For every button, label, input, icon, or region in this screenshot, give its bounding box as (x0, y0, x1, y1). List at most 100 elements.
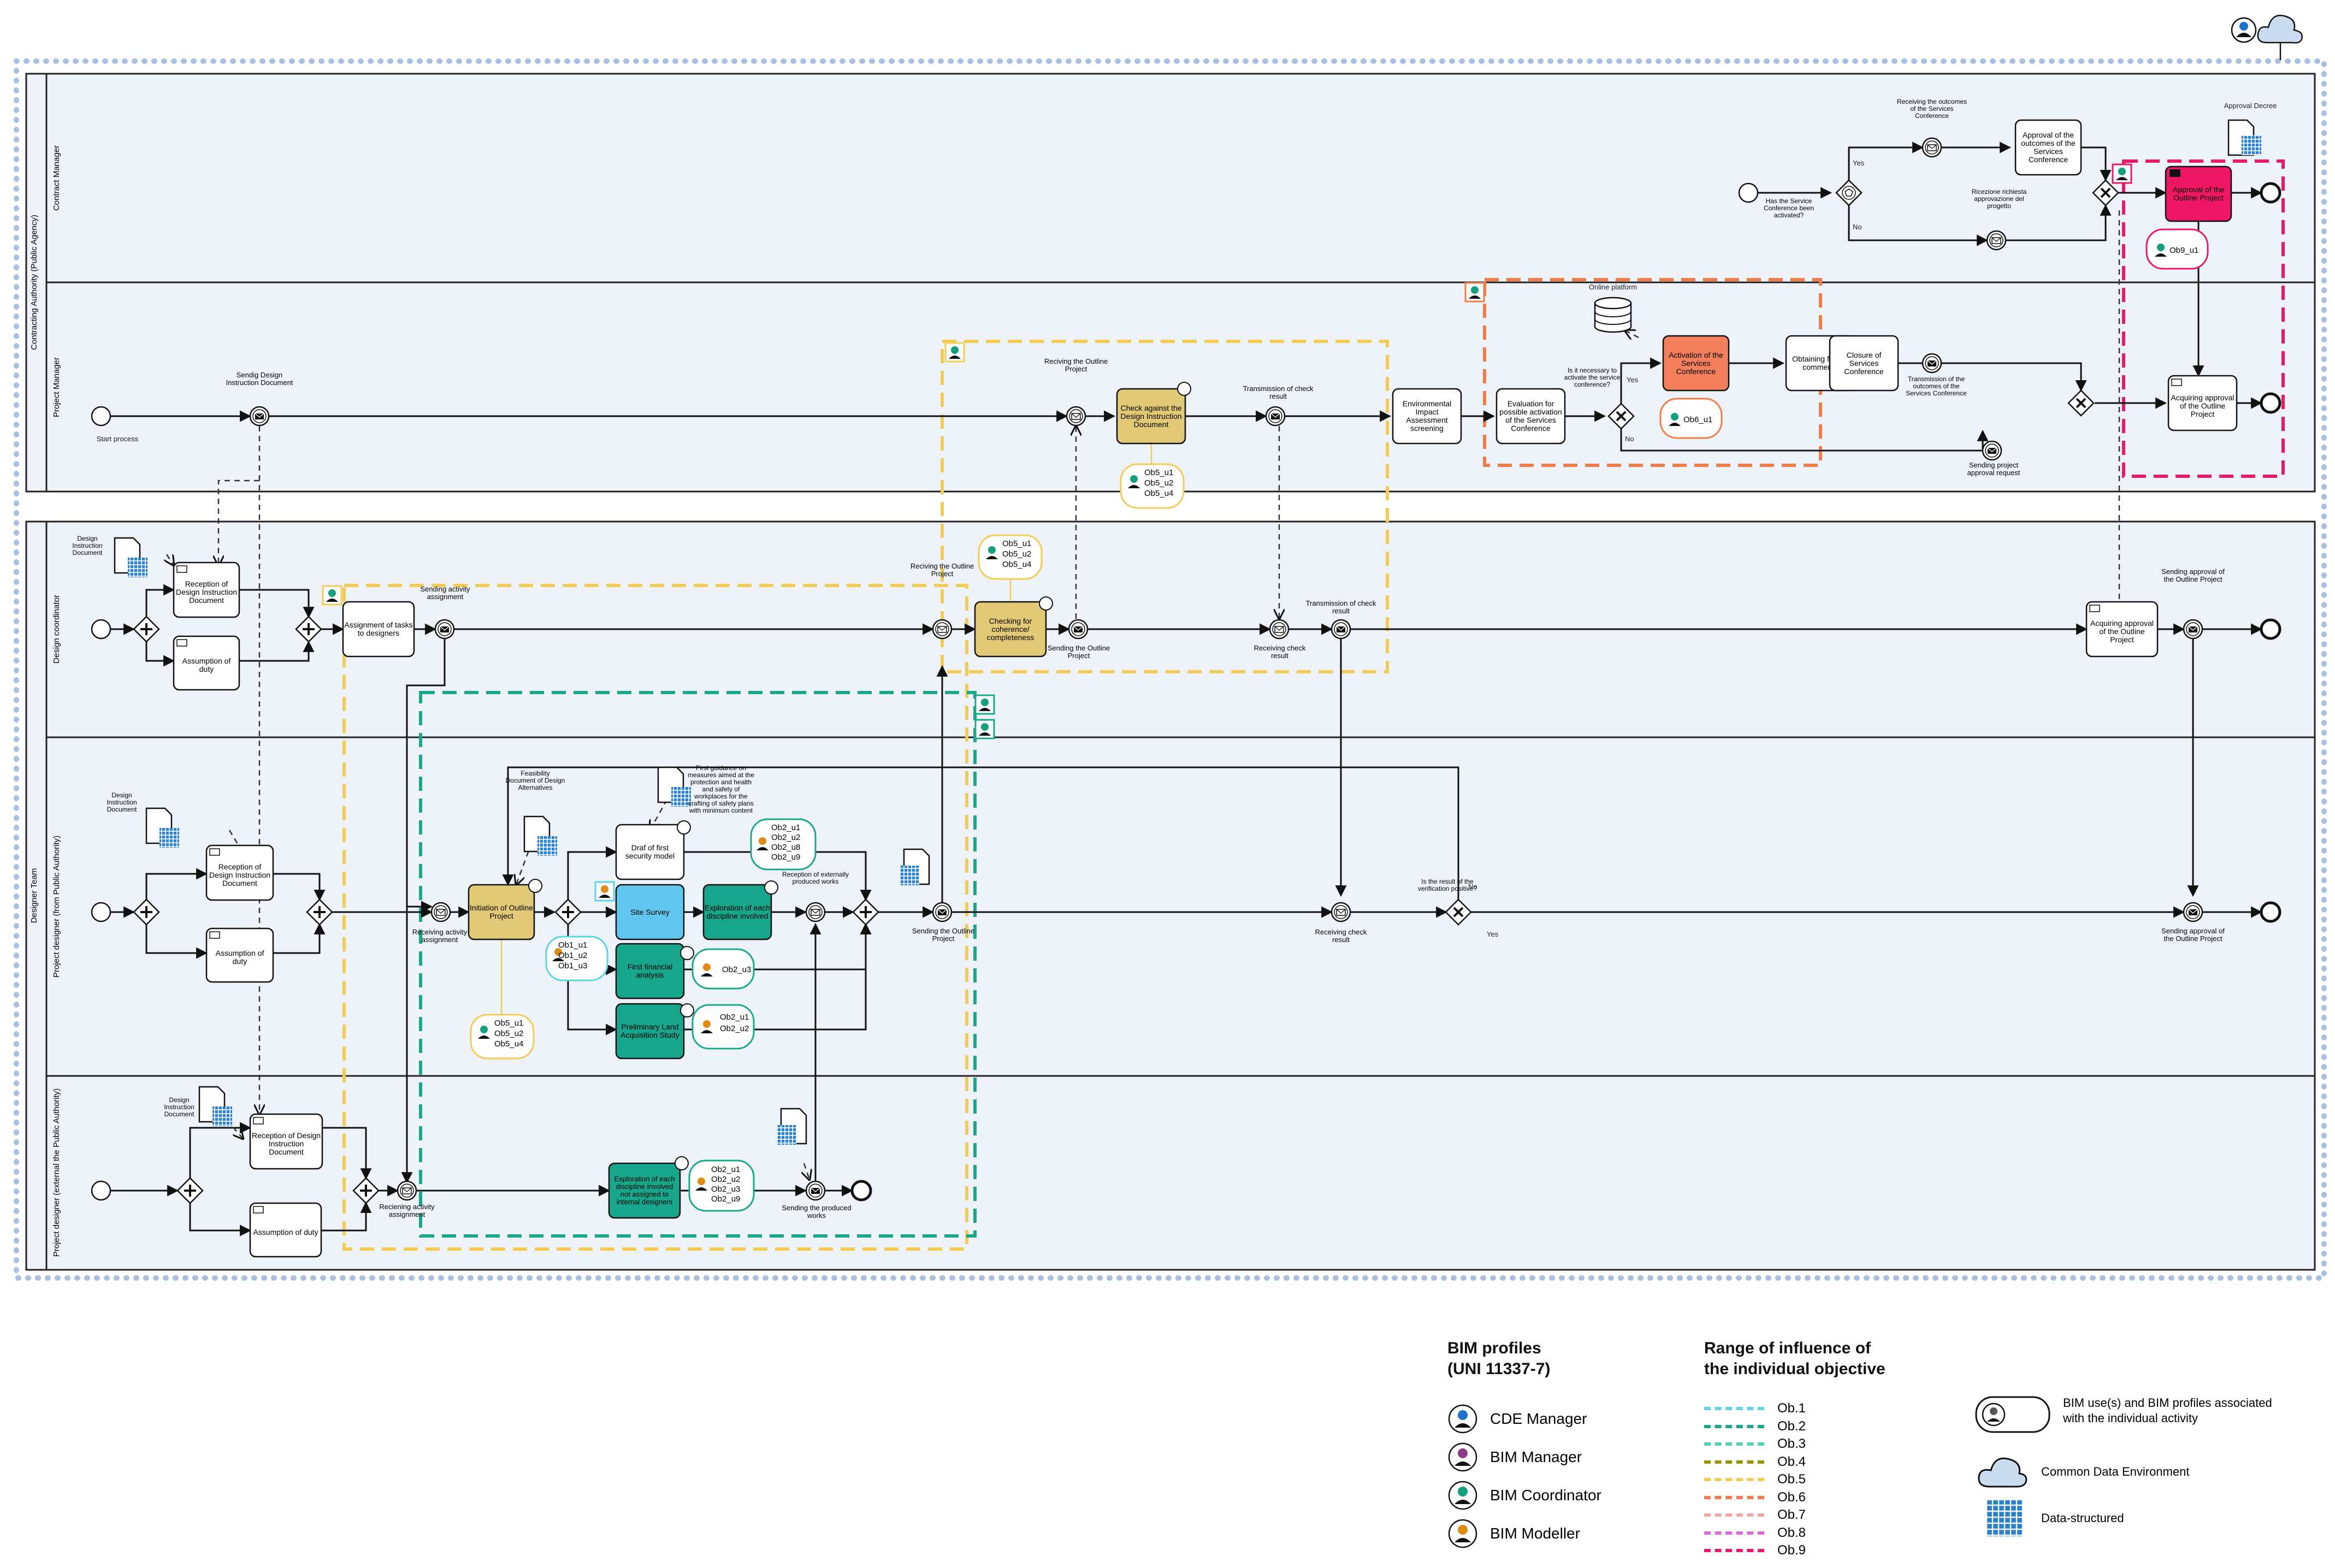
svg-text:Ob2_u3: Ob2_u3 (711, 1185, 740, 1194)
label-sending-activity: Sending activity assignment (420, 585, 470, 601)
bubble-ob9: Ob9_u1 (2145, 228, 2209, 270)
lane-project-manager: Project Manager (52, 357, 61, 417)
legend-objective-line (1704, 1531, 1764, 1535)
svg-text:Ob2_u9: Ob2_u9 (771, 853, 800, 862)
svg-text:Ob5_u1: Ob5_u1 (1002, 539, 1031, 548)
msg-transmission-outcomes (1922, 353, 1942, 374)
task-acquiring-pm: Acquiring approval of the Outline Projec… (2167, 375, 2238, 431)
range-ob9 (2122, 159, 2285, 478)
coordinator-badge-ob2-b (974, 719, 995, 739)
msg-receive-outline-dc (932, 619, 953, 640)
start-event-pd (91, 902, 111, 922)
svg-text:Ob5_u4: Ob5_u4 (1002, 560, 1031, 569)
gateway-and-split-tasks (554, 898, 582, 926)
label-reception-ext-works: Reception of externally produced works (782, 871, 849, 885)
legend-cde: Common Data Environment (1975, 1453, 2189, 1491)
msg-transmission-dc (1331, 619, 1351, 640)
bubble-ob6: Ob6_u1 (1659, 398, 1723, 439)
svg-text:Ob1_u2: Ob1_u2 (558, 951, 587, 960)
label-receiving-outcomes: Receiving the outcomes of the Services C… (1896, 98, 1967, 120)
label-feasibility: Feasibility Document of Design Alternati… (505, 770, 565, 791)
msg-sending-activity (434, 619, 455, 640)
task-env-impact: Environmental Impact Assessment screenin… (1392, 388, 1462, 445)
legend-range-subtitle: the individual objective (1704, 1360, 1885, 1378)
svg-text:Ob5_u2: Ob5_u2 (494, 1029, 523, 1038)
msg-send-outline-pd (932, 902, 953, 922)
bim-use-bubbles: Ob5_u1 Ob5_u2 Ob5_u4 Ob6_u1 Ob9_u1 Ob5_u… (470, 228, 2209, 1212)
label-transmission-pm: Transmission of check result (1243, 385, 1314, 400)
task-assumption-ext: Assumption of duty (249, 1202, 322, 1258)
gateway-xor-necessary (1607, 403, 1635, 430)
legend-profiles: BIM profiles (UNI 11337-7) (1447, 1338, 1622, 1380)
bubble-ob5-check: Ob5_u1 Ob5_u2 Ob5_u4 (1120, 463, 1185, 509)
label-sending-approval-dc: Sending approval of the Outline Project (2161, 568, 2225, 583)
end-event-ext (850, 1180, 872, 1202)
doc-icon-feasibility (523, 815, 557, 856)
legend-objective-label: Ob.8 (1777, 1525, 1806, 1540)
msg-receive-check-pd (1331, 902, 1351, 922)
bim-gear-markers (528, 382, 1191, 1170)
label-ricezione: Ricezione richiesta approvazione del pro… (1971, 188, 2027, 210)
coordinator-badge-ob9 (2112, 163, 2132, 184)
label-design-doc-pd: Design Instruction Document (107, 792, 137, 813)
database-icon (1594, 297, 1632, 333)
bubble-ob2-ext: Ob2_u1 Ob2_u2 Ob2_u3 Ob2_u9 (688, 1159, 755, 1212)
legend-objective-2: Ob.2 (1704, 1419, 1806, 1434)
label-sending-design-doc: Sendig Design Instruction Document (226, 371, 293, 387)
legend-objective-line (1704, 1424, 1764, 1428)
label-receiving-check: Receiving check result (1254, 644, 1306, 660)
svg-text:Ob2_u1: Ob2_u1 (771, 823, 800, 832)
coordinator-badge-ob6 (1464, 282, 1485, 303)
range-ob5-pm (941, 340, 1389, 673)
svg-text:Ob2_u2: Ob2_u2 (720, 1024, 749, 1033)
legend-objective-7: Ob.7 (1704, 1507, 1806, 1523)
svg-text:Ob1_u3: Ob1_u3 (558, 961, 587, 971)
legend-objective-label: Ob.4 (1777, 1454, 1806, 1469)
legend-profile-bim-coordinator: BIM Coordinator (1447, 1480, 1601, 1511)
svg-text:Ob6_u1: Ob6_u1 (1683, 415, 1712, 424)
lane-design-coordinator: Design coordinator (52, 595, 61, 664)
bubble-icon (1975, 1396, 2050, 1433)
gateway-event-based (1835, 179, 1863, 206)
gateway-xor-merge-pm (2067, 389, 2095, 417)
task-reception-dc: Reception of Design Instruction Document (173, 561, 240, 618)
legend-objective-line (1704, 1549, 1764, 1552)
gateway-xor-merge-cm (2092, 179, 2119, 206)
svg-text:Ob2_u3: Ob2_u3 (722, 965, 751, 974)
doc-icon-produced (777, 1108, 807, 1145)
coordinator-badge-dc (322, 585, 342, 606)
legend-objective-5: Ob.5 (1704, 1472, 1806, 1487)
svg-text:Ob1_u1: Ob1_u1 (558, 940, 587, 950)
bubble-ob2-financial: Ob2_u3 (691, 948, 755, 990)
label-sending-outline-dc: Sending the Outline Project (1047, 644, 1110, 660)
tasks: Approval of the outcomes of the Services… (173, 119, 2238, 1258)
label-sending-outline-pd: Sending the Outline Project (912, 927, 975, 943)
msg-reception-ext-works (805, 902, 826, 922)
doc-icon-ext (198, 1086, 232, 1126)
label-no-1: No (1625, 435, 1634, 443)
doc-icon-decree (2227, 119, 2261, 156)
task-initiation: Initiation of Outline Project (468, 884, 535, 940)
svg-text:Ob9_u1: Ob9_u1 (2170, 246, 2198, 255)
label-receiving-activity-pd: Receiving activity assignment (412, 928, 468, 944)
legend-objective-label: Ob.1 (1777, 1401, 1806, 1416)
bubble-ob5-initiation: Ob5_u1 Ob5_u2 Ob5_u4 (470, 1014, 535, 1060)
start-event-dc (91, 619, 111, 640)
label-design-doc-dc: Design Instruction Document (72, 535, 103, 557)
legend-bim-uses: BIM use(s) and BIM profiles associated w… (1975, 1395, 2280, 1434)
label-receiving-outline-pm: Reciving the Outline Project (1044, 358, 1108, 373)
legend-objective-line (1704, 1478, 1764, 1481)
doc-icon-dc (114, 537, 147, 577)
msg-ricezione (1986, 230, 2007, 251)
data-structured-docs (114, 119, 2261, 1145)
task-type-markers (176, 378, 2182, 1214)
task-check-against: Check against the Design Instruction Doc… (1116, 388, 1186, 445)
label-yes-1: Yes (1627, 376, 1639, 384)
legend-objective-8: Ob.8 (1704, 1525, 1806, 1541)
range-ob5-design (342, 584, 968, 1251)
label-no-2: No (1853, 223, 1862, 231)
lane-contract-manager: Contract Manager (52, 145, 61, 211)
legend-objective-line (1704, 1513, 1764, 1517)
pool-label-bottom: Designer Team (29, 868, 39, 924)
